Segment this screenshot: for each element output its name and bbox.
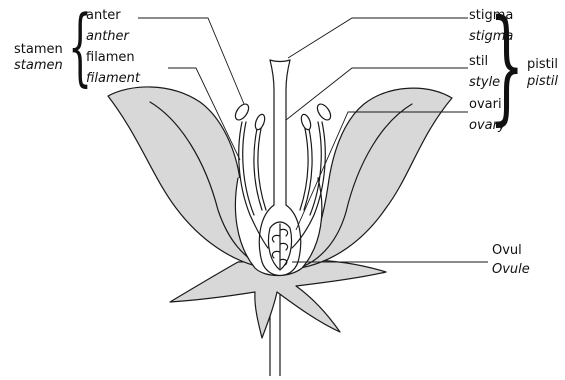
leader-stigma xyxy=(288,18,468,58)
anther-left-2 xyxy=(254,113,267,131)
anther-left-1 xyxy=(233,102,252,122)
ovule-label: Ovul xyxy=(492,243,522,258)
anther-label: anter xyxy=(86,8,121,23)
pistil-label-en: pistil xyxy=(527,74,558,89)
ovule-label-en: Ovule xyxy=(492,262,530,277)
anther-right-2 xyxy=(300,113,313,131)
filament-label: filamen xyxy=(86,50,135,65)
anther-right-1 xyxy=(315,102,334,122)
stamen-label-en: stamen xyxy=(14,58,63,73)
pistil-brace: { xyxy=(516,4,525,128)
anther-label-en: anther xyxy=(86,29,129,44)
pistil-label: pistil xyxy=(527,57,558,72)
stamen-label: stamen xyxy=(14,42,63,57)
style-label: stil xyxy=(469,54,488,69)
filament-label-en: filament xyxy=(86,71,140,86)
